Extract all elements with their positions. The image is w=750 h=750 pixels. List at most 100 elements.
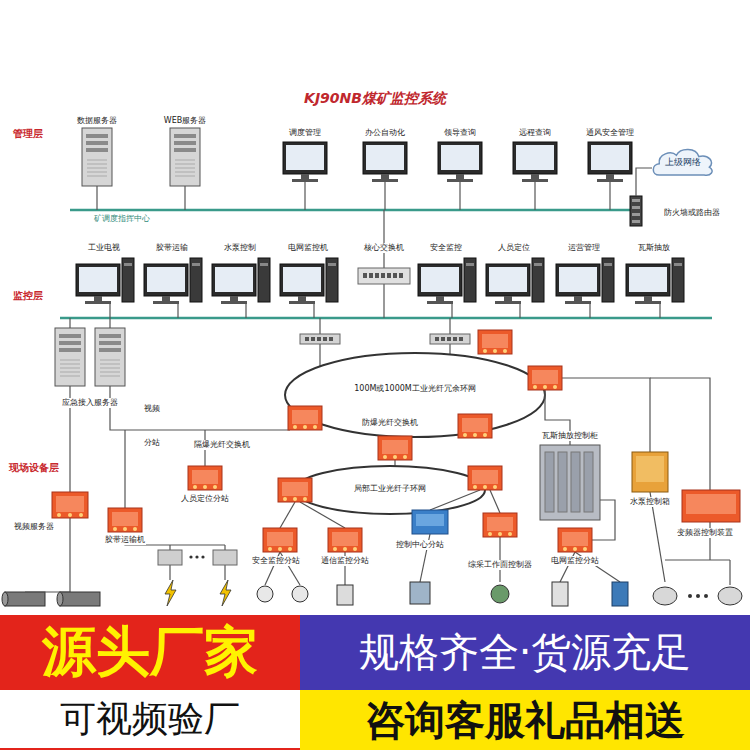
device-label: 视频服务器 — [13, 522, 55, 532]
drive-bay — [174, 141, 196, 145]
cable-line — [169, 565, 170, 580]
cable-gland — [483, 433, 487, 437]
banner-box: 咨询客服礼品相送 — [300, 690, 750, 750]
monitor-neck — [504, 296, 512, 301]
vent-line — [100, 372, 120, 373]
vent-line — [87, 160, 107, 161]
drive-bay — [328, 263, 336, 266]
monitor-base — [292, 179, 318, 182]
monitor-frame — [76, 264, 120, 296]
ellipsis-dot — [696, 594, 700, 598]
box-panel — [382, 440, 408, 454]
gas-sensor — [257, 586, 273, 602]
device-label: 水泵控制箱 — [629, 497, 671, 507]
box-panel — [292, 410, 318, 424]
device-label: 应急接入服务器 — [61, 398, 119, 408]
device-label: 人员定位 — [497, 243, 531, 253]
cable-line — [319, 344, 320, 366]
vent-line — [175, 168, 195, 169]
monitor-base — [289, 301, 315, 304]
server-tower — [82, 128, 112, 186]
drive-bay — [99, 348, 121, 352]
cable-gland — [113, 527, 117, 531]
cloud-shape — [653, 149, 712, 175]
drive-bay — [674, 263, 682, 266]
drive-bay — [534, 263, 542, 266]
cable-line — [25, 591, 70, 592]
layer-label: 监控层 — [12, 290, 44, 302]
monitor-base — [495, 301, 521, 304]
cable-line — [519, 304, 520, 318]
monitor-screen — [286, 145, 324, 170]
box-panel — [416, 514, 444, 526]
box-panel — [562, 532, 588, 546]
device-label: 工业电视 — [87, 243, 121, 253]
pc-tower — [326, 258, 338, 302]
switch-port — [435, 337, 439, 341]
drive-bay — [174, 148, 196, 152]
cable-gland — [123, 527, 127, 531]
cable-gland — [473, 433, 477, 437]
cable-gland — [133, 527, 137, 531]
device-label: 调度管理 — [288, 128, 322, 138]
cable-line — [169, 545, 170, 550]
cable-line — [184, 186, 185, 210]
control-cabinet — [540, 445, 600, 520]
cable-line — [609, 180, 610, 210]
device-label: 隔爆光纤交换机 — [193, 440, 251, 450]
cable-gland — [508, 532, 512, 536]
monitor-neck — [162, 296, 170, 301]
ellipsis-dot — [189, 555, 192, 558]
banner-box: 可视频验厂 — [0, 690, 300, 750]
cable-gland — [463, 433, 467, 437]
explosion-proof-box — [478, 330, 512, 354]
cable-gland — [383, 455, 387, 459]
explosion-proof-box — [263, 528, 297, 552]
node-text: 咨询客服礼品相送 — [365, 693, 685, 748]
monitor-screen — [629, 267, 667, 292]
cable-line — [665, 559, 730, 560]
cabinet-door — [571, 452, 580, 512]
switch-port — [441, 337, 445, 341]
cable-line — [451, 304, 452, 318]
explosion-proof-box — [52, 492, 88, 518]
pc-tower — [190, 258, 202, 302]
device-label: 核心交换机 — [363, 243, 405, 253]
switch-port — [393, 273, 397, 278]
explosion-proof-box — [278, 478, 312, 502]
monitor-screen — [421, 267, 459, 292]
explosion-proof-box — [108, 508, 142, 532]
cable-gland — [278, 547, 282, 551]
drive-bay — [466, 263, 474, 266]
server-tower — [55, 328, 85, 386]
cable-line — [224, 545, 225, 550]
device-label: 视频 — [143, 404, 161, 414]
motor-cylinder — [60, 592, 100, 606]
drive-bay — [86, 148, 108, 152]
cable-line — [313, 304, 314, 318]
cable-gland — [333, 547, 337, 551]
monitor-base — [153, 301, 179, 304]
diagram-title: KJ90NB煤矿监控系统 — [303, 90, 447, 107]
cable-gland — [473, 485, 477, 489]
cable-gland — [483, 349, 487, 353]
cable-gland — [293, 425, 297, 429]
vent-line — [175, 176, 195, 177]
box-panel — [686, 494, 736, 514]
cable-line — [69, 318, 70, 328]
cable-line — [319, 318, 320, 334]
layer-label: 现场设备层 — [8, 462, 60, 474]
device-label: 水泵控制 — [223, 243, 257, 253]
mine-lamp — [718, 587, 742, 605]
monitor-neck — [301, 174, 309, 179]
explosion-proof-box — [328, 528, 362, 552]
cable-gland — [193, 485, 197, 489]
monitor-frame — [418, 264, 462, 296]
cable-line — [109, 318, 110, 328]
box-panel — [487, 517, 513, 531]
fiber-ring — [285, 353, 545, 437]
vent-line — [60, 376, 80, 377]
vent-line — [87, 164, 107, 165]
cable-line — [110, 386, 290, 430]
box-panel — [472, 470, 498, 484]
